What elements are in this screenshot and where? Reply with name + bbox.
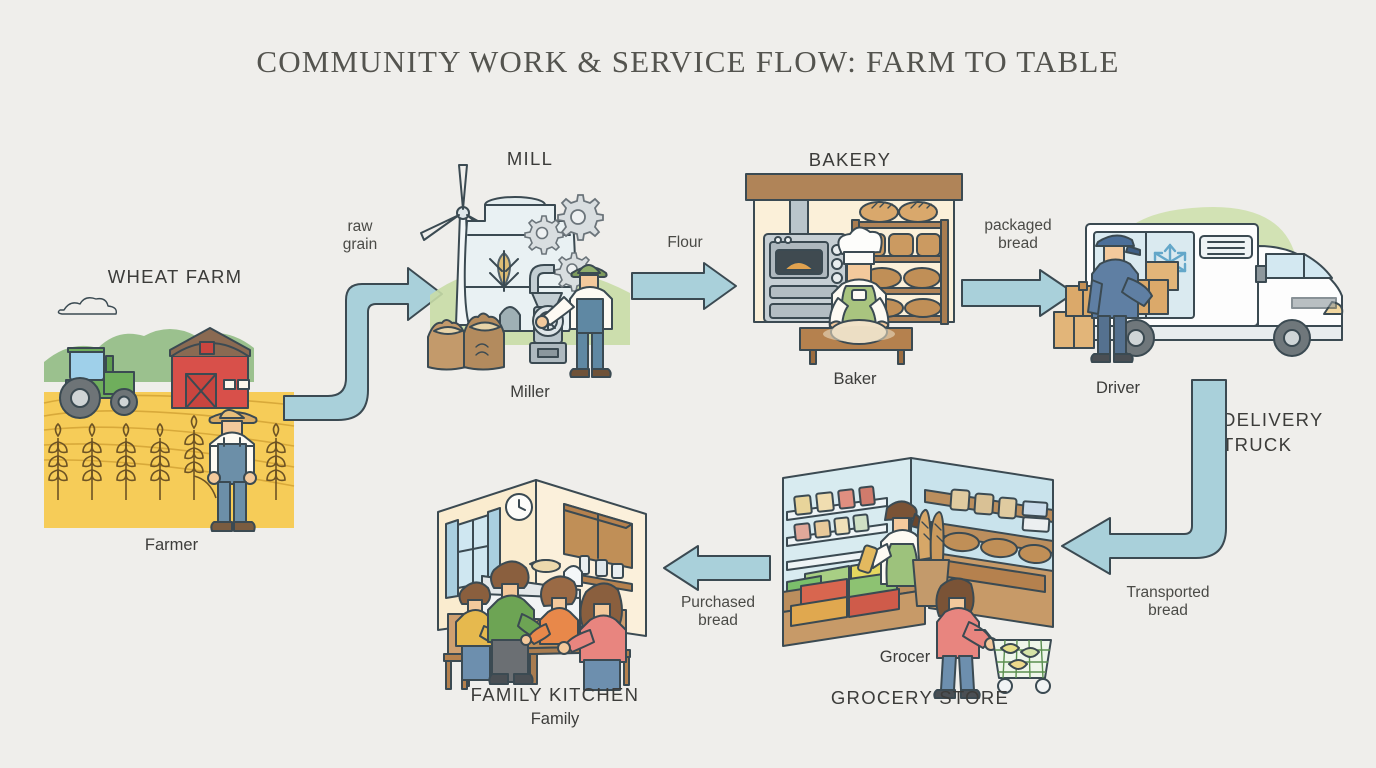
flow-label-transported-bread: Transported bread: [1126, 584, 1210, 619]
bakery-scene: [742, 172, 970, 367]
flow-arrow-transported-bread: [1060, 378, 1250, 608]
driver-icon: [1087, 234, 1153, 363]
delivery-truck-scene: [1050, 198, 1370, 388]
flow-label-raw-grain: raw grain: [342, 218, 378, 253]
grocery-store-role: Grocer: [879, 648, 931, 666]
delivery-truck-role: Driver: [1096, 379, 1140, 397]
wheat-farm-illustration: [43, 297, 295, 532]
family-kitchen-role: Family: [530, 710, 580, 728]
family-member-child-right: [520, 575, 579, 646]
clock-icon: [505, 493, 533, 521]
page-title: COMMUNITY WORK & SERVICE FLOW: FARM TO T…: [256, 44, 1120, 79]
flow-arrow-raw-grain: [282, 262, 457, 422]
flow-label-packaged-bread: packaged bread: [984, 217, 1052, 252]
grocery-store-title: GROCERY STORE: [830, 687, 1010, 708]
bakery-illustration: [745, 173, 963, 365]
shopper-icon: [933, 577, 998, 699]
cloud-icon: [57, 297, 118, 315]
tractor-icon: [59, 347, 138, 419]
family-member-adult-female: [557, 582, 627, 691]
delivery-truck-title: DELIVERY TRUCK: [1222, 409, 1324, 455]
oven-icon: [763, 233, 847, 323]
flow-label-flour: Flour: [667, 234, 703, 251]
baker-icon: [823, 226, 895, 345]
flow-arrow-flour: [630, 261, 740, 311]
grocery-illustration: [782, 457, 1054, 699]
kitchen-illustration: [437, 479, 647, 691]
barn-icon: [169, 327, 251, 409]
flow-arrow-purchased-bread: [662, 544, 772, 592]
mill-illustration: [420, 164, 630, 378]
mill-title: MILL: [506, 148, 554, 169]
wheat-farm-title: WHEAT FARM: [107, 266, 243, 287]
flow-arrow-packaged-bread: [960, 268, 1078, 318]
truck-illustration: [1053, 207, 1344, 363]
mill-scene: [420, 164, 640, 380]
shopping-cart-icon: [974, 629, 1052, 694]
grain-sack-icon: [427, 312, 505, 371]
grocer-icon: [857, 500, 924, 587]
wheat-farm-role: Farmer: [144, 536, 199, 554]
farmer-icon: [207, 409, 258, 532]
wheat-field-icon: [48, 414, 286, 500]
bakery-role: Baker: [833, 370, 877, 388]
wheat-farm-scene: [43, 288, 304, 532]
cupboard-icon: [563, 503, 633, 569]
grocery-store-scene: [765, 452, 1065, 699]
flow-label-purchased-bread: Purchased bread: [680, 594, 756, 629]
mill-role: Miller: [510, 383, 550, 401]
miller-icon: [535, 264, 613, 378]
bakery-title: BAKERY: [808, 149, 892, 170]
family-kitchen-title: FAMILY KITCHEN: [470, 684, 640, 705]
family-kitchen-scene: [418, 468, 666, 691]
